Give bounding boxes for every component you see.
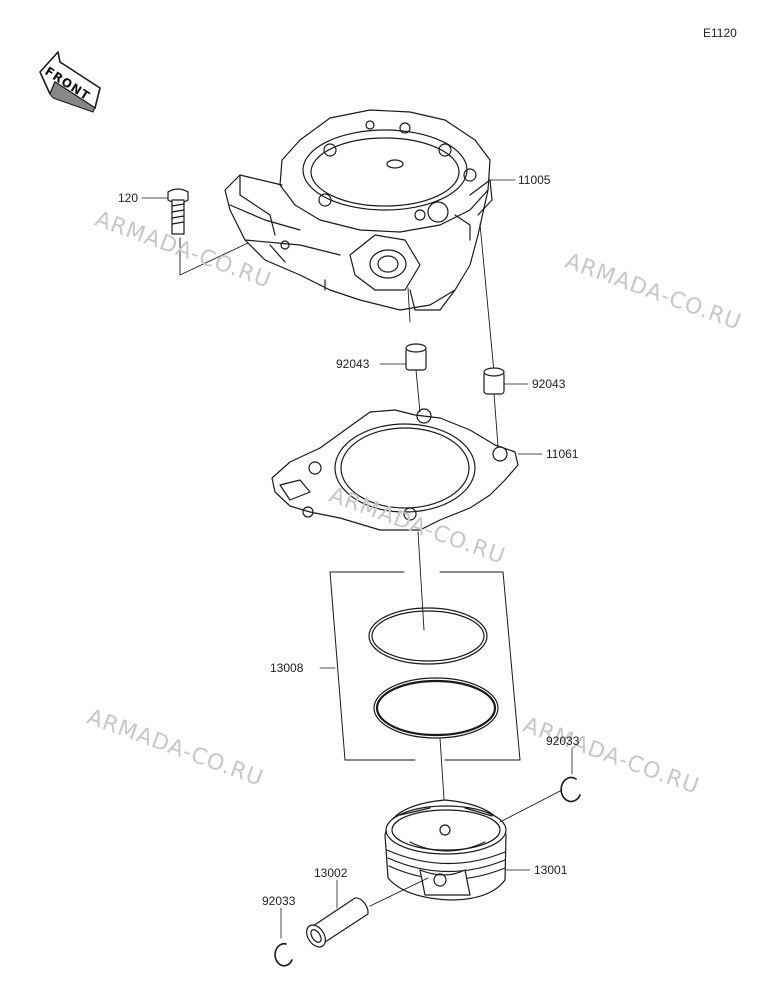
piston-pin-clip-right — [560, 747, 581, 803]
label-clip-right[interactable]: 92033 — [546, 734, 580, 748]
label-cylinder[interactable]: 11005 — [518, 173, 551, 187]
dowel-pin-right — [483, 367, 529, 395]
label-piston[interactable]: 13001 — [534, 863, 568, 877]
ring-set-bracket — [319, 571, 521, 761]
label-clip-left[interactable]: 92033 — [262, 894, 296, 908]
piston-ring-second — [373, 677, 499, 739]
piston — [384, 799, 531, 901]
label-dowel-right[interactable]: 92043 — [532, 377, 566, 391]
cylinder-block — [224, 109, 493, 311]
piston-pin-clip-left — [274, 907, 293, 967]
label-ring-set[interactable]: 13008 — [270, 661, 304, 675]
label-dowel-left[interactable]: 92043 — [336, 357, 370, 371]
label-bolt[interactable]: 120 — [118, 191, 139, 205]
label-piston-pin[interactable]: 13002 — [314, 866, 348, 880]
piston-ring-top — [368, 607, 488, 665]
front-arrow-icon — [39, 51, 101, 113]
piston-pin — [306, 879, 369, 948]
bolt — [141, 188, 189, 235]
label-gasket[interactable]: 11061 — [546, 447, 579, 461]
diagram-code: E1120 — [703, 26, 737, 40]
dowel-pin-left — [379, 343, 427, 371]
cylinder-gasket — [271, 408, 543, 531]
